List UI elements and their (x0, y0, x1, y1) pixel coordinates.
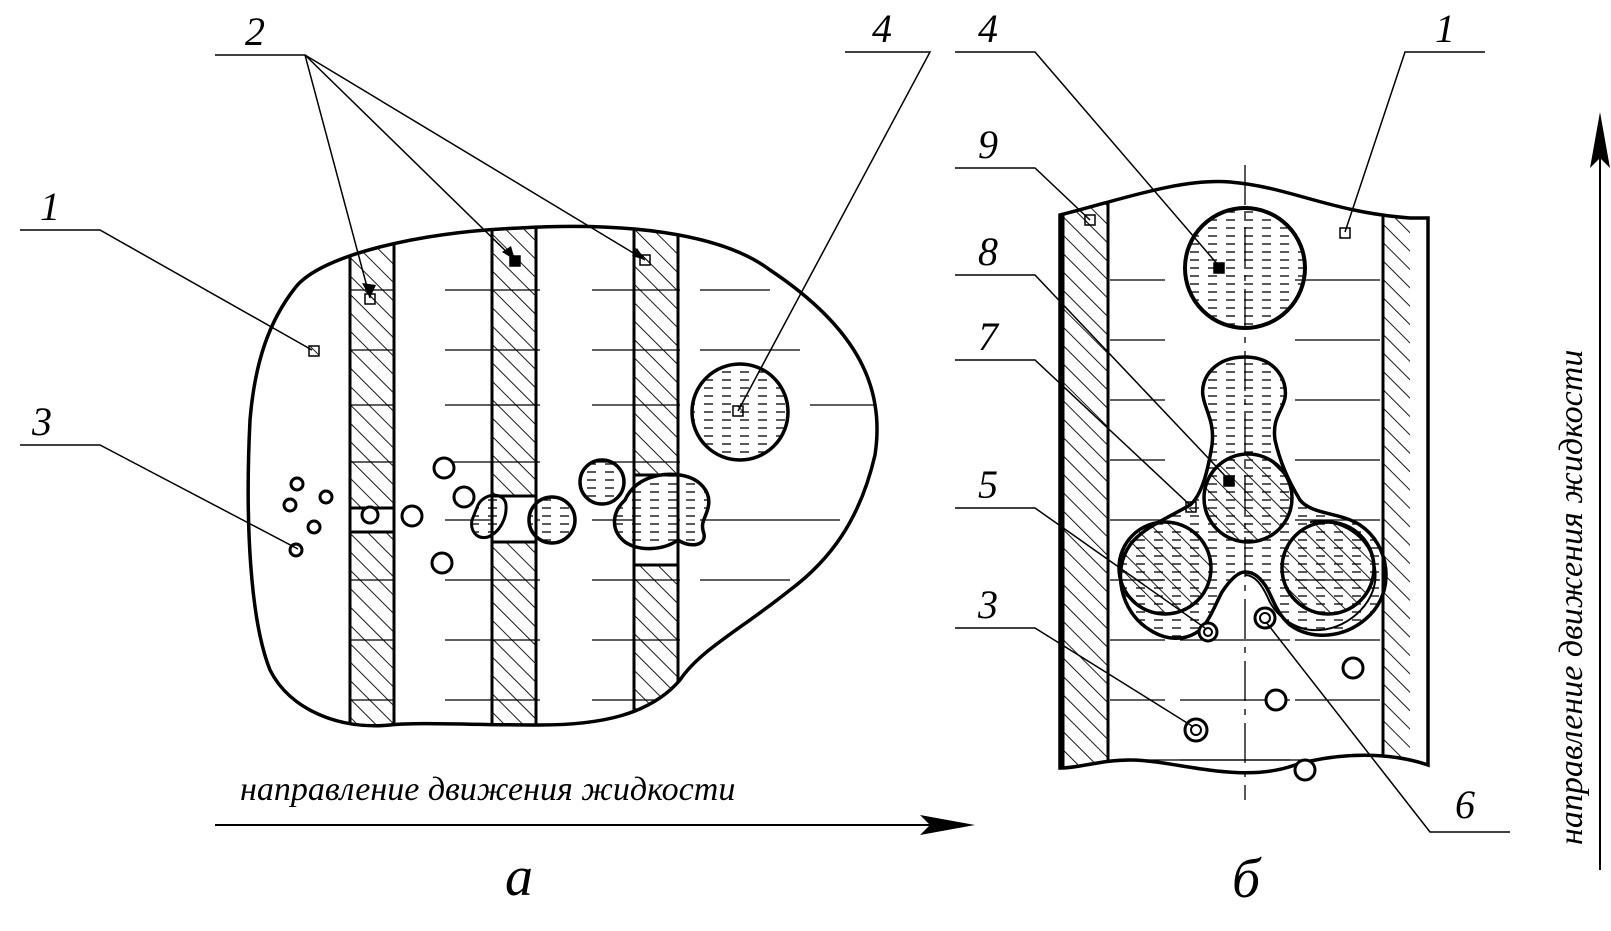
label-b-8: 8 (978, 229, 998, 274)
panel-b: 4 1 9 8 7 5 3 6 направление движения жид… (955, 6, 1610, 910)
label-a-4: 4 (872, 6, 892, 51)
arrowhead-a-icon (920, 815, 975, 835)
wall-right (1381, 188, 1410, 772)
solid-particle-right (1280, 520, 1376, 616)
wall-1 (348, 226, 396, 726)
panel-b-leaders (955, 51, 1510, 833)
wall-left (1061, 188, 1110, 772)
droplet-top (1183, 206, 1307, 330)
sublabel-a: а (505, 846, 533, 908)
label-a-3: 3 (31, 399, 52, 444)
wall-2 (490, 226, 538, 726)
caption-a: направление движения жидкости (240, 771, 735, 808)
panel-b-channel-outline (1058, 179, 1430, 775)
droplet (527, 495, 577, 545)
panel-a-region-outline (246, 224, 879, 728)
label-a-2: 2 (245, 9, 265, 54)
label-b-7: 7 (978, 314, 1000, 359)
label-b-9: 9 (978, 122, 998, 167)
panel-a: 1 2 3 4 направление движения жидкости а (20, 6, 975, 908)
label-b-3: 3 (977, 582, 998, 627)
droplet (578, 458, 626, 506)
label-b-5: 5 (978, 462, 998, 507)
panel-a-fluid-lines (250, 226, 878, 726)
sublabel-b: б (1232, 848, 1262, 910)
droplet-deformed (470, 493, 508, 540)
label-b-6: 6 (1455, 782, 1475, 827)
label-b-4: 4 (978, 6, 998, 51)
droplet-coalescing (612, 472, 711, 551)
panel-a-particles (282, 456, 476, 575)
label-b-1: 1 (1435, 6, 1455, 51)
panel-a-leaders (20, 51, 932, 550)
panel-b-markers (1084, 214, 1351, 513)
label-a-1: 1 (40, 184, 60, 229)
arrowhead-b-icon (1590, 112, 1610, 168)
caption-b: направление движения жидкости (1553, 350, 1590, 845)
